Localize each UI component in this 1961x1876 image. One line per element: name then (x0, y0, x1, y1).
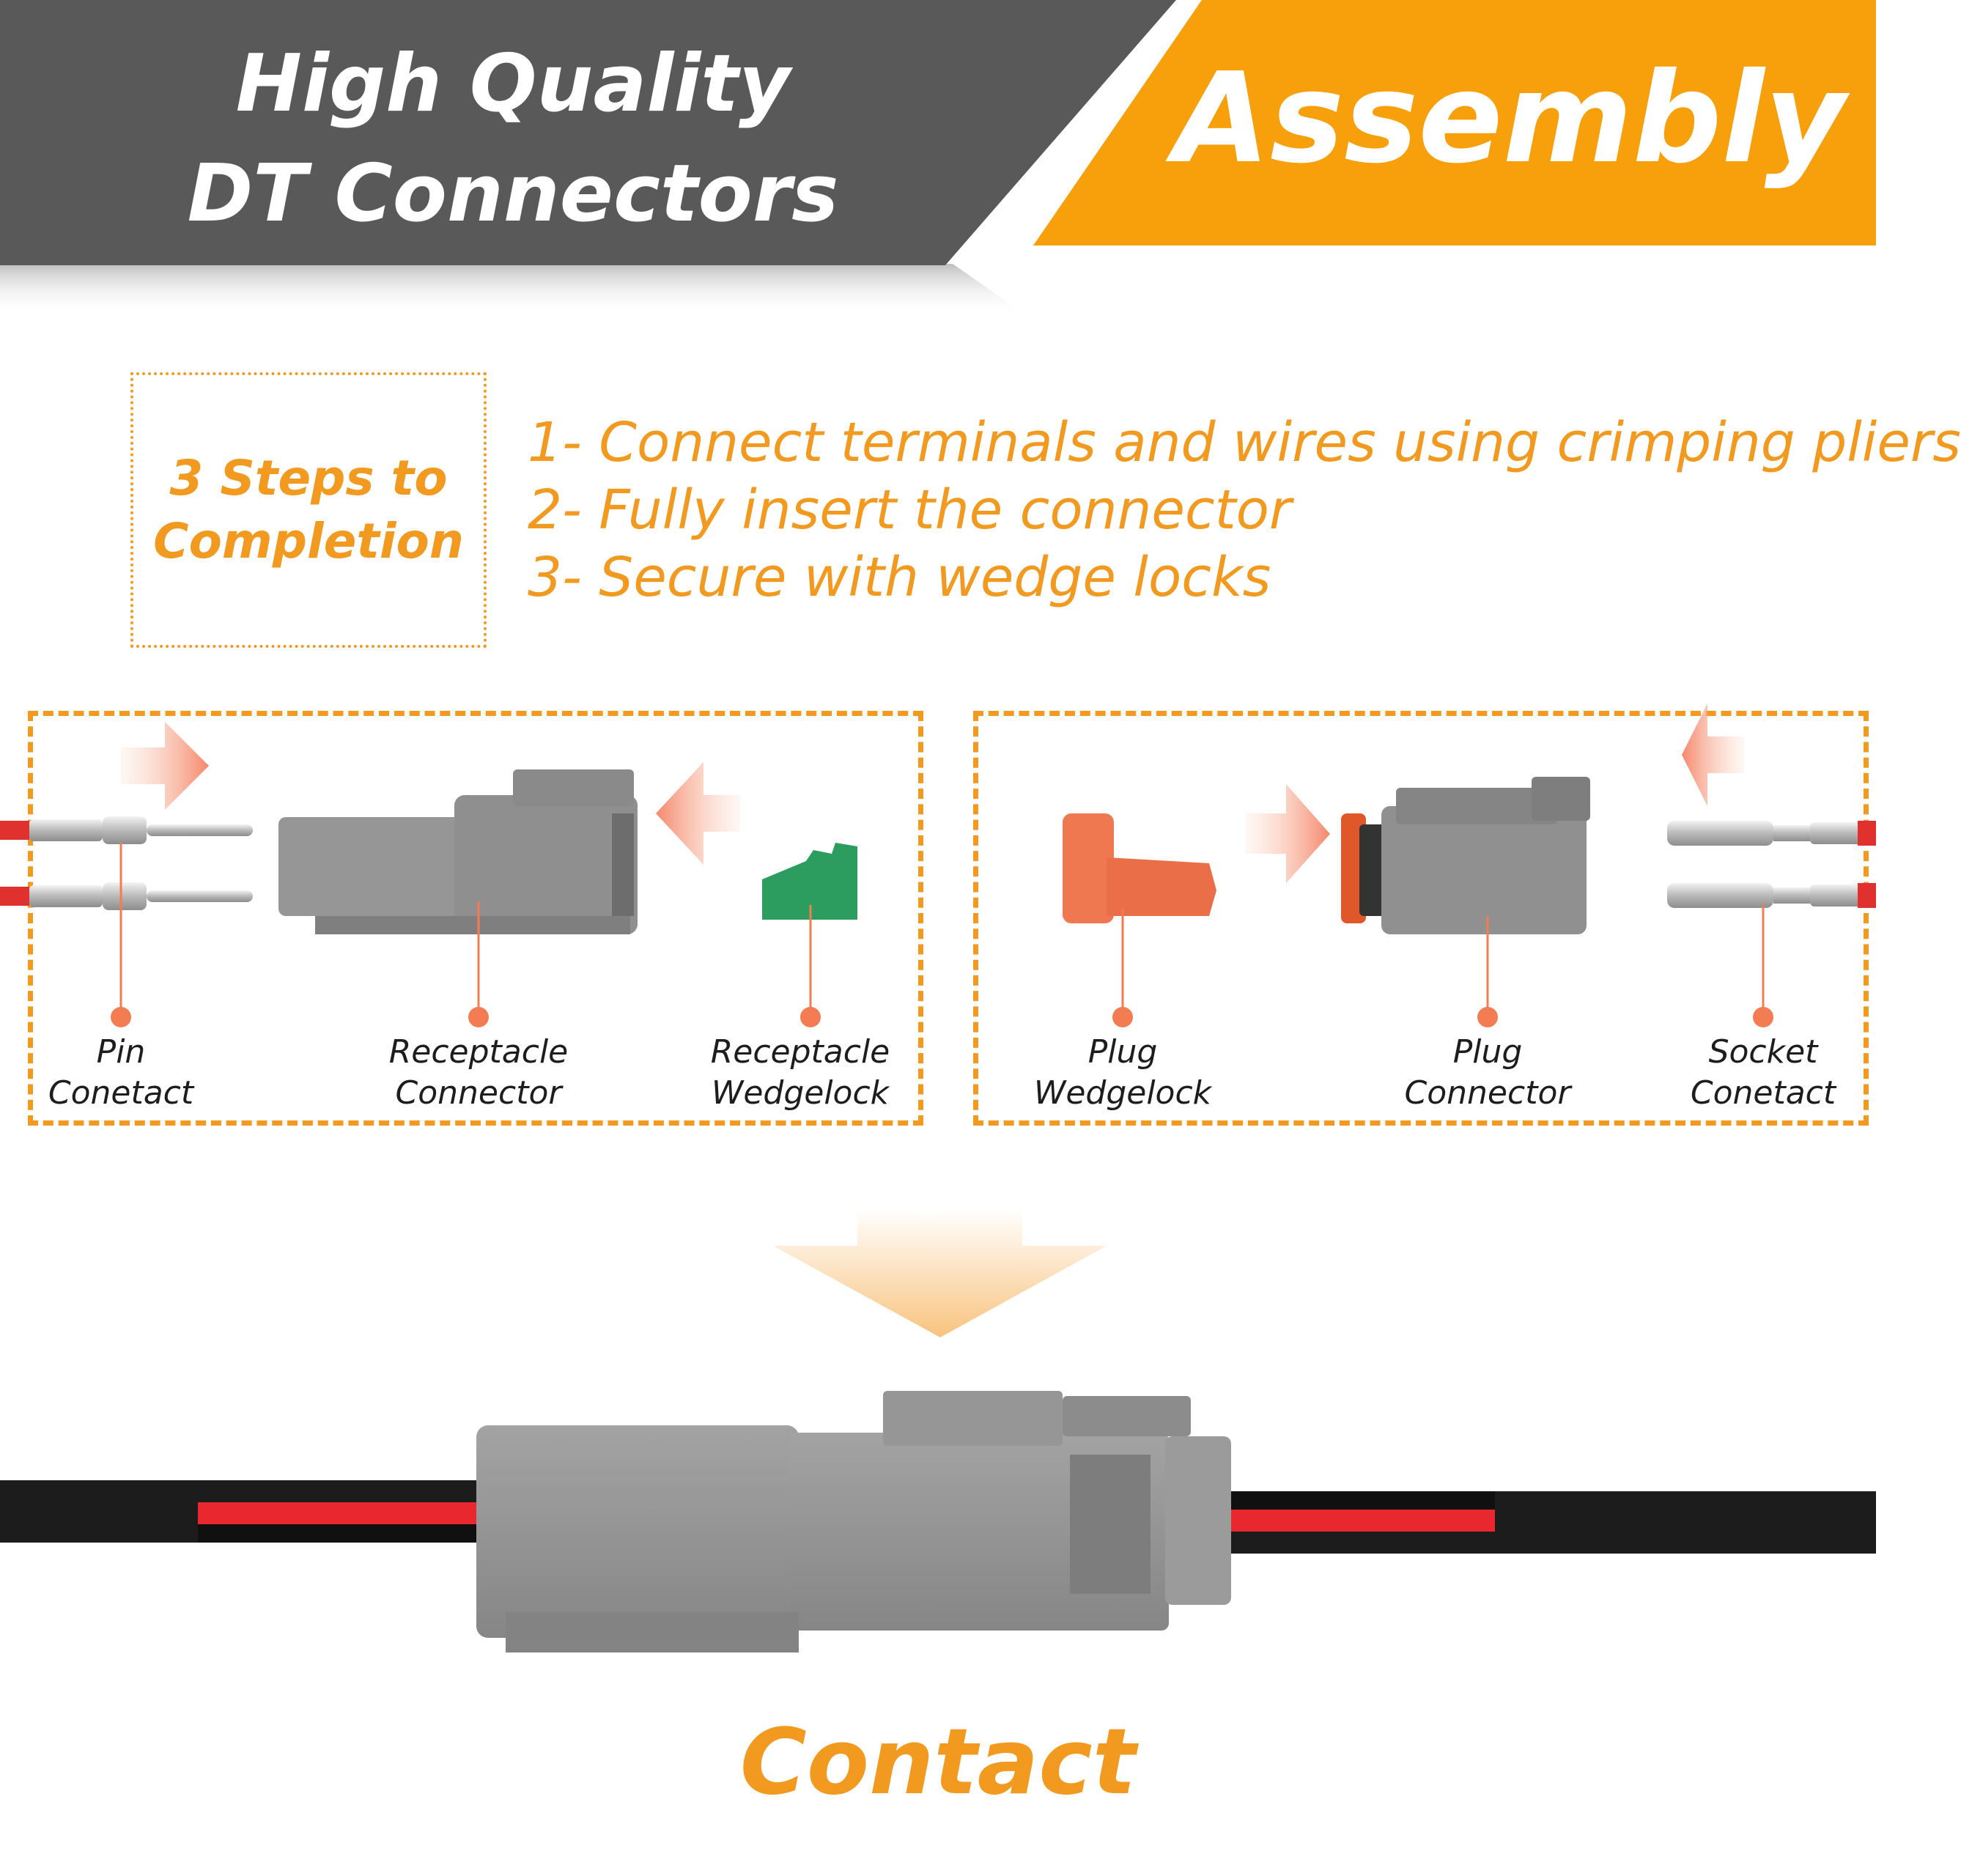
socket-contacts (1667, 821, 1876, 908)
assembly-title: Assembly (1173, 46, 1846, 191)
receptacle-connector (278, 769, 638, 934)
step-3: 3- Secure with wedge locks (528, 546, 1271, 609)
arrow-right-icon-2 (1246, 784, 1330, 883)
step-2: 2- Fully insert the connector (528, 479, 1292, 542)
arrow-right-icon (121, 722, 209, 810)
right-parts-panel (973, 711, 1869, 1126)
wire-harness (0, 1480, 1876, 1554)
contact-label: Contact (739, 1710, 1137, 1815)
assembled-illustration (0, 1209, 1876, 1652)
page-title: High Quality DT Connectors (187, 38, 839, 240)
step-1: 1- Connect terminals and wires using cri… (528, 411, 1961, 474)
pin-contacts (0, 816, 253, 910)
plug-connector (1341, 777, 1590, 934)
arrow-left-icon (656, 762, 740, 865)
header-dark-band (0, 0, 1176, 265)
plug-wedgelock (1063, 813, 1216, 923)
arrow-down-icon (773, 1209, 1107, 1337)
header-banner (0, 0, 1876, 315)
arrow-left-icon-2 (1682, 704, 1744, 806)
header-orange-band (1033, 0, 1876, 245)
parts-illustration (0, 704, 1876, 1027)
left-parts-panel (28, 711, 923, 1126)
receptacle-wedgelock (762, 843, 857, 920)
steps-box: 3 Steps to Completion (130, 372, 487, 648)
callout-dot-icon (111, 1007, 131, 1027)
assembled-connector (476, 1391, 1231, 1652)
steps-box-title: 3 Steps to Completion (153, 450, 464, 569)
